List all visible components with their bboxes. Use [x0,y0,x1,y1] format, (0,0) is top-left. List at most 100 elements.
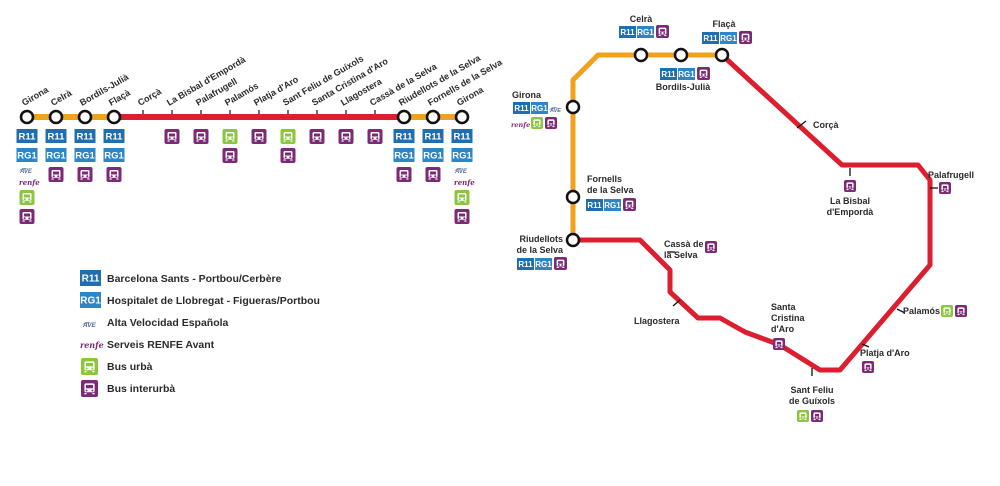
linear-station-palamos: Palamós [222,81,260,163]
station-circle [633,47,649,63]
rg1-badge-text: RG1 [394,150,414,161]
station-label: de la Selva [587,185,635,195]
station-label: Corçà [813,120,840,130]
ave-logo-text: AVE [19,169,33,175]
bus-interurba-icon [454,209,470,224]
ave-logo-text: AVE [454,169,468,175]
orange-line-path [570,52,722,240]
r11-badge-text: R11 [77,131,95,142]
rg1-line-badge: RG1 [74,148,96,162]
r11-line-badge: R11 [513,102,530,114]
station-label: Platja d'Aro [860,348,910,358]
bus-interurba-icon [554,257,567,270]
r11-line-badge: R11 [422,129,444,143]
r11-badge-text: R11 [106,131,124,142]
station-circle [77,109,93,125]
rg1-badge-text: RG1 [531,104,548,113]
legend-item-urba: Bus urbà [81,358,153,375]
r11-badge-text: R11 [587,201,602,210]
loop-station-palamos: Palamós [903,305,967,317]
linear-station-corca: Corçà [136,86,164,114]
station-circle [396,109,412,125]
station-circle [565,232,581,248]
bus-interurba-icon [338,129,354,144]
legend-item-inter: Bus interurbà [81,380,175,397]
legend-label: Serveis RENFE Avant [107,339,215,351]
rg1-badge-text: RG1 [104,150,124,161]
bus-interurba-icon [280,148,296,163]
station-circle [714,47,730,63]
rg1-badge-text: RG1 [720,34,737,43]
rg1-badge-text: RG1 [75,150,95,161]
r11-line-badge: R11 [80,270,101,286]
station-label: Corçà [136,86,164,108]
r11-line-badge: R11 [45,129,67,143]
bus-interurba-icon [773,338,785,350]
rg1-badge-text: RG1 [46,150,66,161]
station-label: Riudellots [519,234,563,244]
legend-label: Barcelona Sants - Portbou/Cerbère [107,273,282,285]
r11-line-badge: R11 [74,129,96,143]
loop-station-llagostera: Llagostera [634,316,681,326]
station-circle [565,189,581,205]
station-label: Llagostera [634,316,681,326]
legend-label: Hospitalet de Llobregat - Figueras/Portb… [107,295,320,307]
bus-interurba-icon [164,129,180,144]
bus-interurba-icon [545,117,557,129]
rg1-line-badge: RG1 [422,148,444,162]
rg1-badge-text: RG1 [17,150,37,161]
rg1-line-badge: RG1 [637,26,654,38]
bus-interurba-icon [48,167,64,182]
station-tick [672,299,681,307]
r11-badge-text: R11 [396,131,414,142]
station-circle [673,47,689,63]
r11-line-badge: R11 [103,129,125,143]
rg1-badge-text: RG1 [604,201,621,210]
r11-line-badge: R11 [586,199,603,211]
station-label: de Guíxols [789,396,835,406]
rg1-line-badge: RG1 [720,32,737,44]
loop-station-corca: Corçà [813,120,840,130]
bus-interurba-icon [77,167,93,182]
station-circle [19,109,35,125]
bus-urba-icon [19,190,35,205]
station-circle [565,99,581,115]
rg1-line-badge: RG1 [16,148,38,162]
renfe-logo-icon: renfe [19,178,40,187]
linear-line-diagram: GironaR11RG1AVErenfeCelràR11RG1Bordils-J… [16,52,505,224]
bus-interurba-icon [106,167,122,182]
station-label: Celrà [49,87,74,107]
r11-line-badge: R11 [517,258,534,270]
station-label: La Bisbal [830,196,870,206]
r11-badge-text: R11 [48,131,66,142]
station-label: Sant Feliu [790,385,833,395]
renfe-logo-icon: renfe [454,178,475,187]
bus-interurba-icon [19,209,35,224]
ave-logo-icon: AVE [454,167,468,175]
bus-interurba-icon [367,129,383,144]
red-line-path [573,53,933,373]
rg1-badge-text: RG1 [452,150,472,161]
bus-urba-icon [454,190,470,205]
bus-interurba-icon [739,31,752,44]
legend-label: Bus interurbà [107,383,175,395]
bus-interurba-icon [81,380,98,397]
r11-line-badge: R11 [16,129,38,143]
legend-item-r11: R11 Barcelona Sants - Portbou/Cerbère [80,270,282,286]
station-label: Girona [512,90,542,100]
bus-interurba-icon [705,241,717,253]
ave-logo-icon: AVE [82,321,97,329]
r11-badge-text: R11 [661,70,676,79]
loop-station-platja-d-aro: Platja d'Aro [860,348,910,373]
bus-interurba-icon [656,25,669,38]
